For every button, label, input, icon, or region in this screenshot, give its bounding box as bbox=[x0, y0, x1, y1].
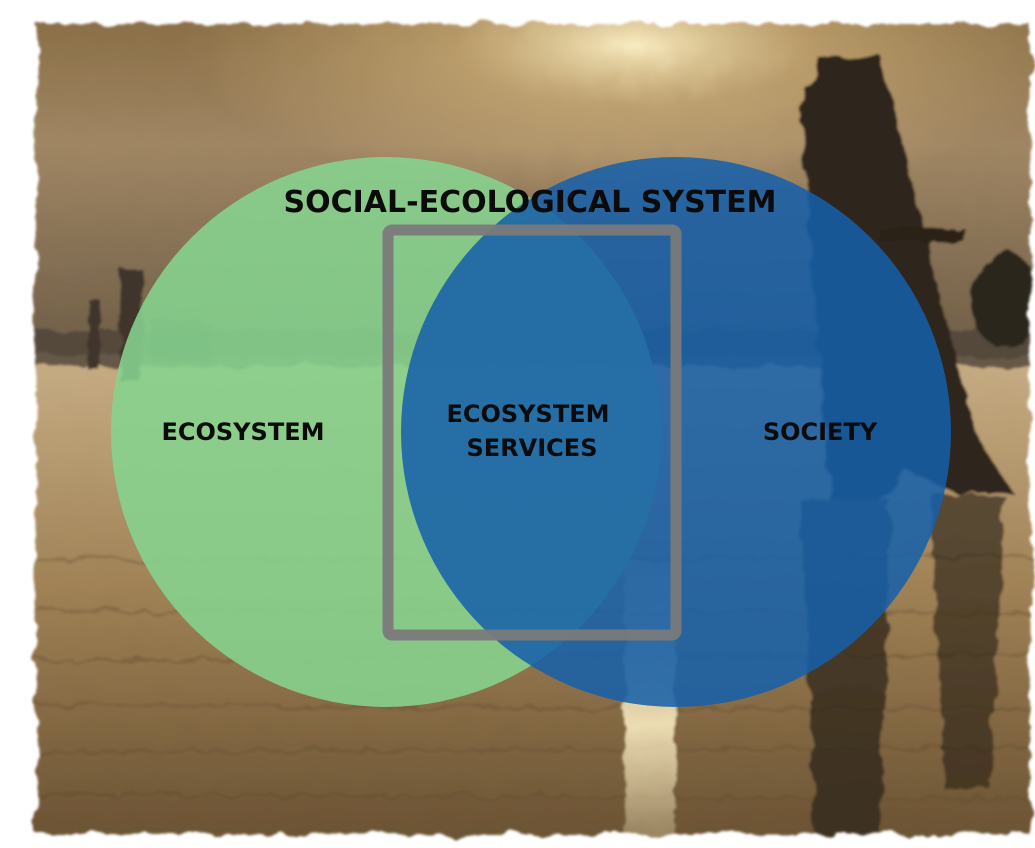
ecosystem-services-label-line2: SERVICES bbox=[467, 434, 598, 462]
society-label: SOCIETY bbox=[763, 418, 878, 446]
ecosystem-services-frame bbox=[382, 224, 682, 641]
ecosystem-label: ECOSYSTEM bbox=[161, 418, 324, 446]
system-title: SOCIAL-ECOLOGICAL SYSTEM bbox=[284, 185, 777, 220]
ecosystem-services-label-line1: ECOSYSTEM bbox=[446, 400, 609, 428]
